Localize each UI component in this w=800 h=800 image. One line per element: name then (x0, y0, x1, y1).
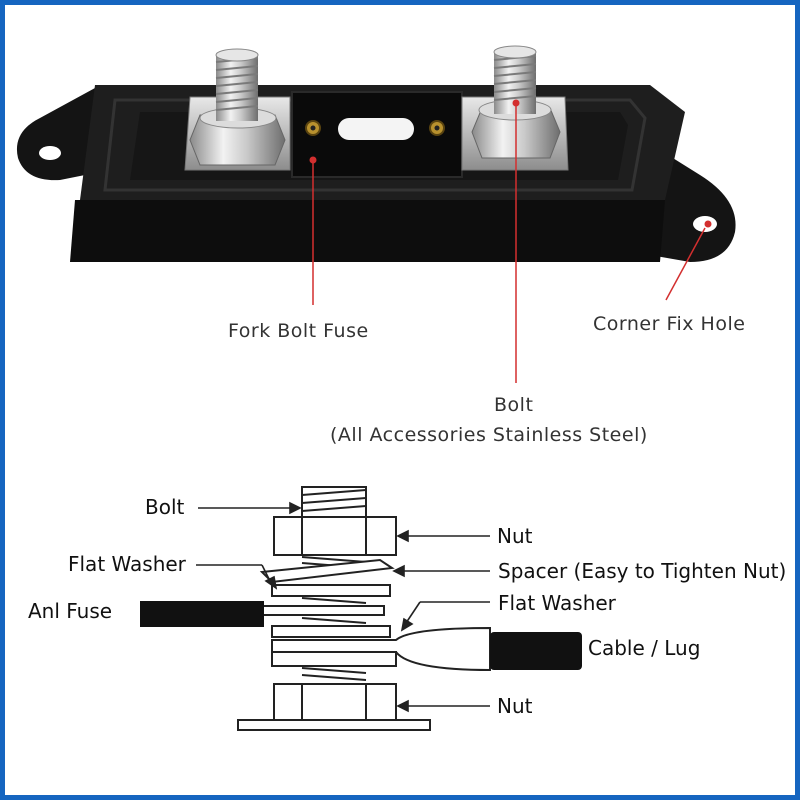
callout-dot-hole (704, 220, 712, 228)
left-fix-hole (39, 146, 61, 160)
diagram-spacer (259, 558, 395, 584)
left-mount-ear (16, 88, 100, 181)
diagram-nut-bottom (273, 683, 397, 721)
callout-dot-bolt (512, 99, 520, 107)
diagram-fuse-plate (261, 605, 385, 616)
label-bolt-note: (All Accessories Stainless Steel) (330, 424, 648, 446)
label-flat-washer-left: Flat Washer (68, 552, 186, 576)
label-bolt-top: Bolt (494, 394, 534, 416)
diagram-base-plate (237, 719, 431, 731)
label-spacer: Spacer (Easy to Tighten Nut) (498, 559, 787, 583)
right-mount-ear (650, 150, 736, 262)
label-anl-fuse: Anl Fuse (28, 599, 113, 623)
diagram-flat-washer-bottom (271, 625, 391, 638)
label-flat-washer-right: Flat Washer (498, 591, 616, 615)
callout-line-hole (665, 227, 706, 301)
callout-dot-fuse (309, 156, 317, 164)
label-nut-bottom: Nut (497, 694, 533, 718)
diagram-anl-fuse-body (140, 601, 264, 627)
diagram-nut-top (273, 516, 397, 556)
label-nut-top: Nut (497, 524, 533, 548)
diagram-cable (490, 632, 582, 670)
label-corner-fix-hole: Corner Fix Hole (593, 313, 746, 335)
fuse-window (338, 118, 414, 140)
label-cable-lug: Cable / Lug (588, 636, 701, 660)
diagram-flat-washer-top (271, 584, 391, 597)
label-bolt-diagram: Bolt (145, 495, 185, 519)
label-fork-bolt-fuse: Fork Bolt Fuse (228, 320, 369, 342)
